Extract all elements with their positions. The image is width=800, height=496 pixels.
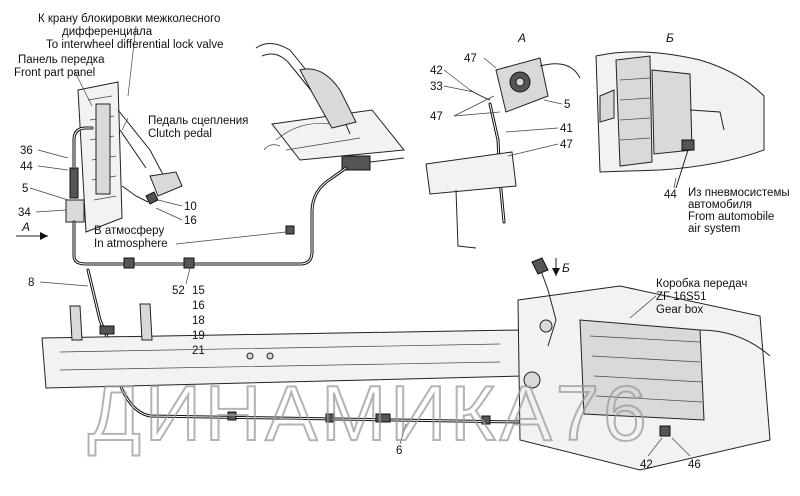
label-air-ru-2: автомобиля [688, 199, 752, 211]
callout-36: 36 [20, 145, 33, 157]
label-panel-en: Front part panel [14, 67, 95, 79]
view-letter-b: Б [666, 31, 674, 45]
label-atm-en: In atmosphere [94, 238, 168, 250]
callout-46: 46 [688, 459, 701, 471]
label-pedal-en: Clutch pedal [148, 128, 212, 140]
callout-33: 33 [430, 81, 443, 93]
gearbox [517, 257, 771, 471]
label-valve-en: To interwheel differential lock valve [46, 39, 224, 51]
callout-41: 41 [560, 123, 573, 135]
view-arrows [16, 232, 560, 276]
callout-34: 34 [18, 207, 31, 219]
callout-16-pedal: 16 [184, 215, 197, 227]
callout-42-bottom: 42 [640, 459, 653, 471]
chassis-frame [41, 303, 525, 389]
callout-44-left: 44 [20, 161, 33, 173]
arrow-letter-a: А [21, 220, 30, 234]
label-valve-ru-2: дифференциала [62, 26, 153, 38]
label-air-ru-1: Из пневмосистемы [688, 187, 790, 199]
leader-lines [29, 25, 691, 457]
label-gearbox-ru: Коробка передач [656, 278, 747, 290]
callout-21: 21 [192, 345, 205, 357]
arrow-letter-b: Б [562, 261, 570, 275]
callout-44-right: 44 [664, 189, 677, 201]
callout-16: 16 [192, 300, 205, 312]
callout-5-left: 5 [22, 183, 28, 195]
detail-a [425, 57, 581, 249]
label-gearbox-model: ZF 16S51 [656, 291, 707, 303]
front-panel-assembly [65, 81, 183, 233]
label-panel-ru: Панель передка [18, 54, 105, 66]
callout-19: 19 [192, 330, 205, 342]
callout-10: 10 [184, 201, 197, 213]
label-atm-ru: В атмосферу [94, 225, 164, 237]
label-gearbox-en: Gear box [656, 304, 704, 316]
label-valve-ru-1: К крану блокировки межколесного [38, 13, 220, 25]
watermark-text: ДИНАМИКА76 [88, 369, 651, 457]
callout-18: 18 [192, 315, 205, 327]
detail-b [595, 51, 765, 189]
label-air-en-1: From automobile [688, 211, 774, 223]
callout-47-top: 47 [464, 53, 477, 65]
callout-6: 6 [396, 445, 402, 457]
callout-52: 52 [172, 285, 185, 297]
callout-5-right: 5 [564, 99, 570, 111]
view-letter-a: А [517, 31, 526, 45]
pedal-bracket [255, 43, 405, 171]
label-air-en-2: air system [688, 223, 740, 235]
label-pedal-ru: Педаль сцепления [148, 115, 248, 127]
callout-8: 8 [28, 277, 34, 289]
callout-47-mid: 47 [430, 111, 443, 123]
callout-15: 15 [192, 285, 205, 297]
callout-47-right: 47 [560, 139, 573, 151]
callout-42-top: 42 [430, 65, 443, 77]
